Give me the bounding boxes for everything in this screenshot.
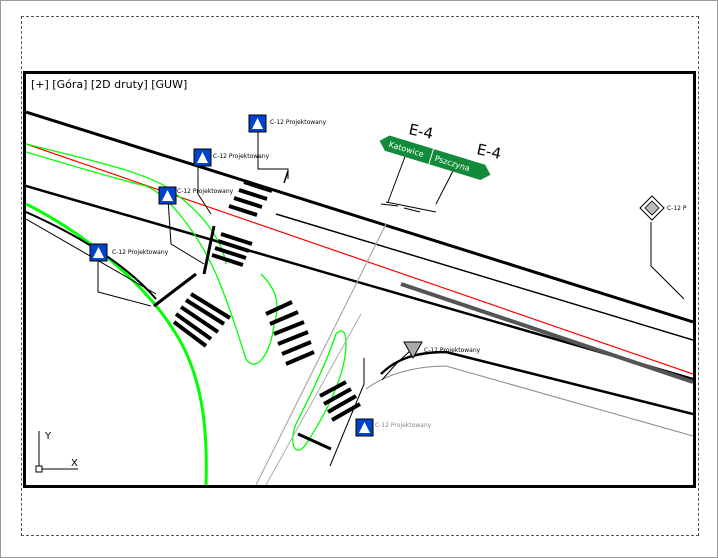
road-edge-top	[26, 110, 693, 324]
sign-c12-1[interactable]: C-12 Projektowany	[248, 114, 327, 133]
road-edge-middle	[26, 184, 693, 381]
drawing-viewport[interactable]: [+] [Góra] [2D druty] [GUW]	[23, 71, 696, 488]
side-road-edge	[380, 350, 693, 416]
crosswalk-right	[319, 380, 361, 422]
stop-line-2	[153, 272, 197, 308]
sign-c12-4-label: C-12 Projektowany	[112, 249, 169, 256]
crosswalk-top	[228, 180, 273, 217]
sign-priority-diamond[interactable]: C-12 P	[639, 195, 687, 221]
e4-label-left: E-4	[407, 120, 435, 143]
crosswalk-left	[172, 292, 232, 348]
printable-area-frame	[21, 16, 699, 536]
island-outline-3	[145, 185, 278, 365]
sign-c12-1-label: C-12 Projektowany	[270, 119, 327, 126]
sign-yield-label: C-12 Projektowany	[424, 347, 481, 354]
side-road-edge-grey	[365, 365, 693, 437]
direction-sign-e4[interactable]: Katowice Pszczyna	[377, 133, 493, 182]
ucs-y-label: Y	[44, 431, 52, 442]
sign-priority-label: C-12 P	[667, 205, 687, 212]
sign-c12-4[interactable]: C-12 Projektowany	[89, 243, 169, 262]
sign-yield-triangle[interactable]: C-12 Projektowany	[403, 341, 481, 360]
sign-c12-5-label: C-12 Projektowany	[375, 422, 432, 429]
sign-c12-2-label: C-12 Projektowany	[213, 153, 270, 160]
viewport-controls-label[interactable]: [+] [Góra] [2D druty] [GUW]	[31, 78, 188, 91]
lane-line	[275, 213, 693, 341]
drawing-canvas[interactable]: Katowice Pszczyna E-4 E-4 C-12 Projektow…	[26, 74, 693, 485]
e4-label-right: E-4	[475, 140, 503, 163]
leader-tick	[283, 170, 289, 184]
direction-sign-posts	[380, 153, 455, 213]
ucs-icon: Y X	[35, 431, 78, 473]
leader-lines	[97, 132, 685, 467]
grey-axis-line-2	[265, 313, 362, 485]
roundabout-edge	[26, 202, 208, 485]
grey-axis-line	[255, 223, 387, 485]
sign-c12-5[interactable]: C-12 Projektowany	[355, 418, 432, 437]
stop-line-1	[202, 225, 216, 275]
road-centerline	[26, 143, 693, 375]
sign-c12-2[interactable]: C-12 Projektowany	[193, 148, 270, 167]
crosswalk-upper-2	[211, 232, 253, 267]
stop-line-3	[297, 432, 332, 451]
island-outline-2	[26, 151, 147, 187]
ucs-x-label: X	[71, 458, 78, 469]
crosswalk-middle	[265, 300, 315, 366]
sign-c12-3[interactable]: C-12 Projektowany	[158, 186, 234, 205]
curb-line	[400, 282, 693, 384]
island-outline-4	[292, 330, 347, 451]
sign-c12-3-label: C-12 Projektowany	[177, 188, 234, 195]
